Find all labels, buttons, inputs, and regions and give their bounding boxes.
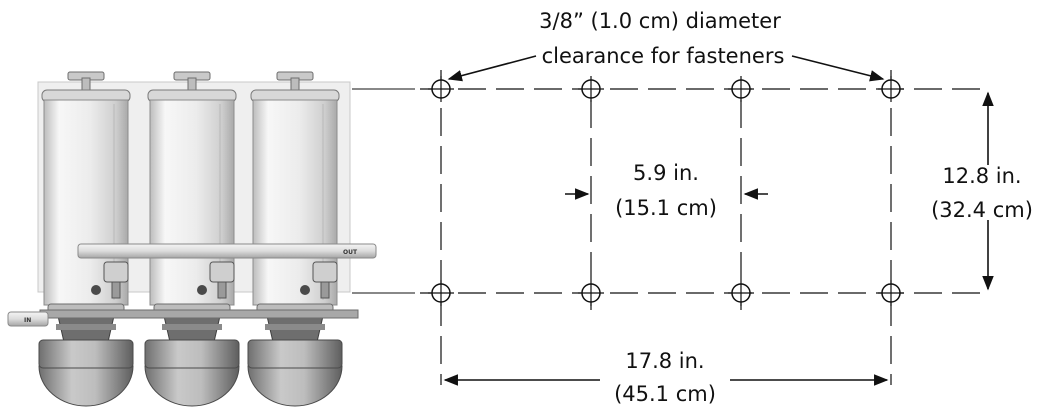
width-inches: 17.8 in. (625, 349, 704, 373)
callout-arrow-right (791, 55, 885, 82)
mounting-hole-4 (878, 76, 904, 102)
callout-arrow-left (447, 55, 537, 82)
mounting-hole-1 (428, 76, 454, 102)
spacing-inches: 5.9 in. (633, 161, 699, 185)
hole-pattern (420, 70, 990, 385)
filter-unit-illustration: OUT IN (7, 71, 377, 407)
outlet-pipe: OUT (77, 243, 377, 259)
width-dimension: 17.8 in. (45.1 cm) (443, 349, 889, 406)
width-cm: (45.1 cm) (614, 382, 716, 406)
filter-canister-1 (38, 71, 134, 407)
mounting-hole-3 (728, 76, 754, 102)
mounting-hole-2 (578, 76, 604, 102)
inlet-label: IN (24, 317, 31, 324)
outlet-label: OUT (343, 249, 358, 256)
filter-canister-2 (144, 71, 240, 407)
mounting-hole-8 (878, 280, 904, 306)
spacing-dimension: 5.9 in. (15.1 cm) (565, 161, 768, 220)
inlet-pipe: IN (7, 311, 49, 327)
mounting-hole-5 (428, 280, 454, 306)
mounting-hole-6 (578, 280, 604, 306)
filter-canister-3 (247, 71, 343, 407)
spacing-cm: (15.1 cm) (615, 196, 717, 220)
height-cm: (32.4 cm) (931, 198, 1033, 222)
height-dimension: 12.8 in. (32.4 cm) (931, 91, 1033, 291)
inlet-manifold (39, 309, 359, 319)
callout-line-2: clearance for fasteners (542, 44, 785, 68)
callout-line-1: 3/8” (1.0 cm) diameter (539, 9, 781, 33)
mounting-hole-7 (728, 280, 754, 306)
height-inches: 12.8 in. (942, 164, 1021, 188)
fastener-callout: 3/8” (1.0 cm) diameter clearance for fas… (447, 9, 885, 82)
